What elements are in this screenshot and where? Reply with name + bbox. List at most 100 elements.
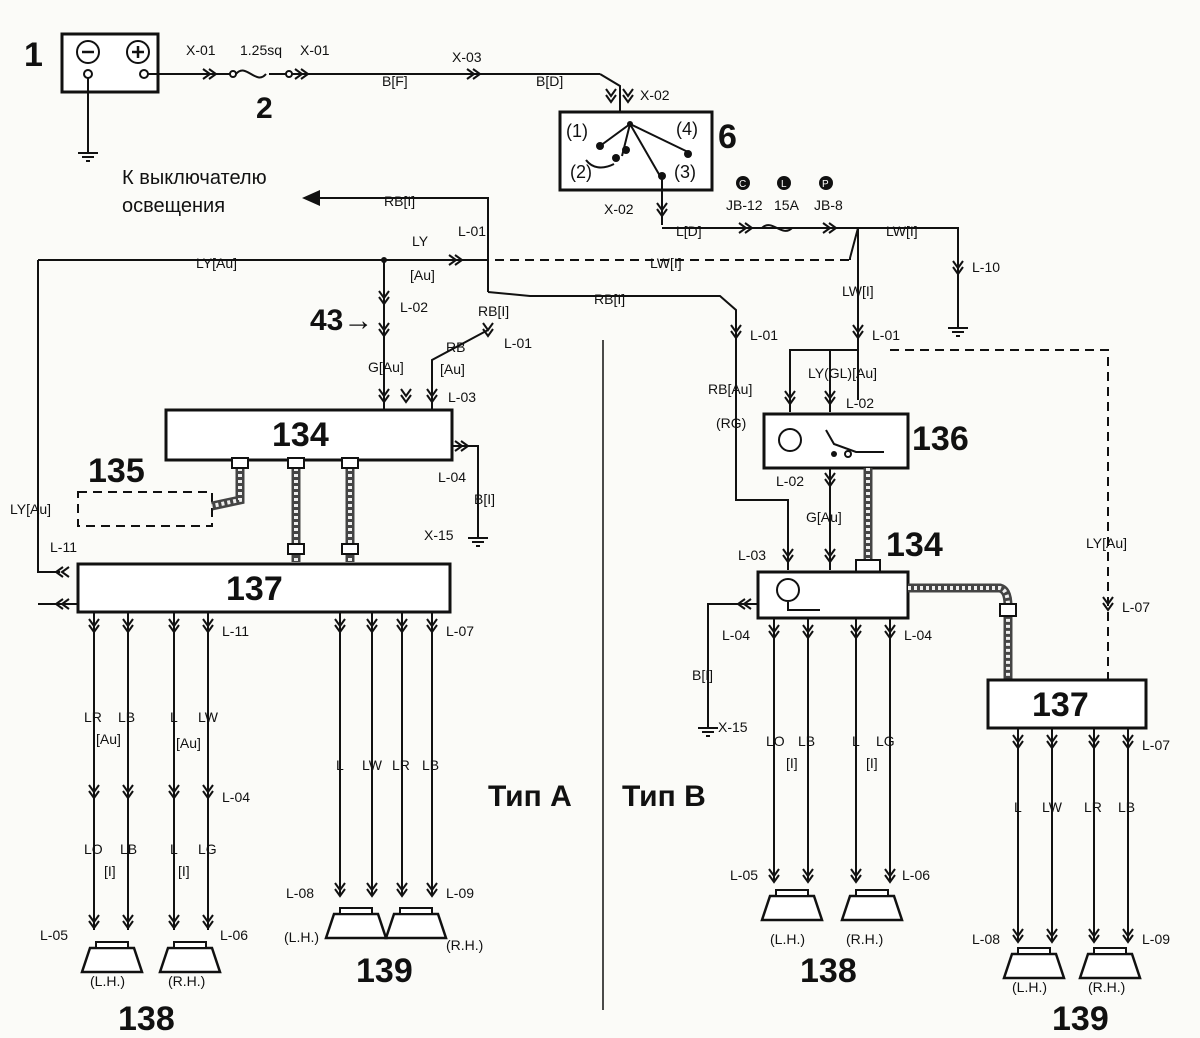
jb8-label: JB-8 <box>814 197 843 213</box>
battery-block: 1 <box>24 32 160 162</box>
l11-top-label: L-11 <box>50 539 77 555</box>
g-au-label: G[Au] <box>368 359 404 375</box>
speaker-rh2-icon <box>384 906 448 940</box>
wire-lw-label: LW <box>198 709 219 725</box>
l07b-label: L-07 <box>1142 737 1170 753</box>
connector-43-label: 43→ <box>310 304 373 337</box>
x01-left-label: X-01 <box>186 42 216 58</box>
to-light-switch-line2: освещения <box>122 195 225 217</box>
lamp-icon <box>778 428 802 452</box>
w139-lr-label: LR <box>392 757 410 773</box>
rear-speakers-b-number: 139 <box>1052 1000 1109 1038</box>
battery-number: 1 <box>24 36 43 74</box>
l11-right-label: L-11 <box>222 623 249 639</box>
fuse-15a-label: 15A <box>774 197 800 213</box>
x01-right-label: X-01 <box>300 42 330 58</box>
b-i-b-label: B[I] <box>692 667 713 683</box>
wire-lb-label: LB <box>118 709 135 725</box>
fuse-15a-icon <box>761 224 793 232</box>
rh2-label: (R.H.) <box>446 937 483 953</box>
l01-label: L-01 <box>458 223 486 239</box>
minus-terminal-icon <box>76 40 100 64</box>
wire-l-label: L <box>170 709 178 725</box>
l02b-label: L-02 <box>776 473 804 489</box>
wire-lo-b-label: LO <box>766 733 785 749</box>
w139-lb-b-label: LB <box>1118 799 1135 815</box>
ly-gl-au-label: LY(GL)[Au] <box>808 365 877 381</box>
rb-au-b-label: [Au] <box>440 361 465 377</box>
rb-i-b-label: RB[I] <box>594 291 625 307</box>
speaker-lh2-b-icon <box>1002 946 1066 980</box>
ground-icon <box>77 144 99 162</box>
speaker-rh-icon <box>158 940 222 974</box>
w139-l-b-label: L <box>1014 799 1022 815</box>
terminal-2-label: (2) <box>570 162 592 182</box>
rh2-b-label: (R.H.) <box>1088 979 1125 995</box>
lw-i-mid-label: LW[I] <box>650 255 682 271</box>
speaker-lh-icon <box>80 940 144 974</box>
rb-au-label: RB[Au] <box>708 381 752 397</box>
l04b-label: L-04 <box>904 627 932 643</box>
lh-label: (L.H.) <box>90 973 125 989</box>
w139-lw-label: LW <box>362 757 383 773</box>
terminal-3-label: (3) <box>674 162 696 182</box>
l01b-label: L-01 <box>504 335 532 351</box>
ly-au-small-label: [Au] <box>410 267 435 283</box>
i-b-b-label: [I] <box>866 755 878 771</box>
unit-135-box <box>77 491 213 527</box>
rear-speaker-wires-b <box>1012 728 1134 943</box>
lamp-icon-2 <box>776 578 800 602</box>
unit-136-number: 136 <box>912 420 969 458</box>
radio-unit-b <box>756 570 910 620</box>
x02-bottom-label: X-02 <box>604 201 634 217</box>
l09-b-label: L-09 <box>1142 931 1170 947</box>
l05-label: L-05 <box>40 927 68 943</box>
type-b-label: Тип В <box>622 780 706 813</box>
lw-i-label: LW[I] <box>886 223 918 239</box>
l02-label: L-02 <box>400 299 428 315</box>
l01-b2-label: L-01 <box>872 327 900 343</box>
ground-icon <box>697 719 719 737</box>
front-speakers-a-number: 138 <box>118 1000 175 1038</box>
l03-label: L-03 <box>448 389 476 405</box>
rg-label: (RG) <box>716 415 746 431</box>
g-au-b-label: G[Au] <box>806 509 842 525</box>
ground-icon <box>947 319 969 337</box>
au-a-label: [Au] <box>96 731 121 747</box>
lh2-label: (L.H.) <box>284 929 319 945</box>
x15-b-label: X-15 <box>718 719 748 735</box>
rb-i-top-label: RB[I] <box>384 193 415 209</box>
terminal-1-label: (1) <box>566 121 588 141</box>
plus-terminal-icon <box>126 40 150 64</box>
l09-label: L-09 <box>446 885 474 901</box>
l04-low-label: L-04 <box>222 789 250 805</box>
fuse-rating-label: 1.25sq <box>240 42 282 58</box>
amplifier-b-number: 137 <box>1032 686 1089 724</box>
l06-label: L-06 <box>220 927 248 943</box>
l10-label: L-10 <box>972 259 1000 275</box>
ignition-switch: 6 (1) (2) (3) (4) <box>558 110 737 192</box>
circle-l-icon: L <box>781 179 787 190</box>
x15-label: X-15 <box>424 527 454 543</box>
ly-label: LY <box>412 233 429 249</box>
speaker-lh2-icon <box>324 906 388 940</box>
rear-speakers-a-number: 139 <box>356 952 413 990</box>
circle-c-icon: C <box>739 179 746 190</box>
arrow-left-icon <box>302 190 320 206</box>
main-fuse-icon <box>235 69 267 79</box>
amplifier-a <box>76 562 452 614</box>
wire-lg-b-label: LG <box>876 733 895 749</box>
w139-lr-b-label: LR <box>1084 799 1102 815</box>
radio-unit-a <box>164 408 454 462</box>
l01-b1-label: L-01 <box>750 327 778 343</box>
terminal-4-label: (4) <box>676 119 698 139</box>
amplifier-b <box>986 678 1148 730</box>
rb-i-label: RB[I] <box>478 303 509 319</box>
x02-top-label: X-02 <box>640 87 670 103</box>
l08-b-label: L-08 <box>972 931 1000 947</box>
wire-l-b-label: L <box>852 733 860 749</box>
ignition-switch-number: 6 <box>718 118 737 156</box>
bf-label: B[F] <box>382 73 408 89</box>
